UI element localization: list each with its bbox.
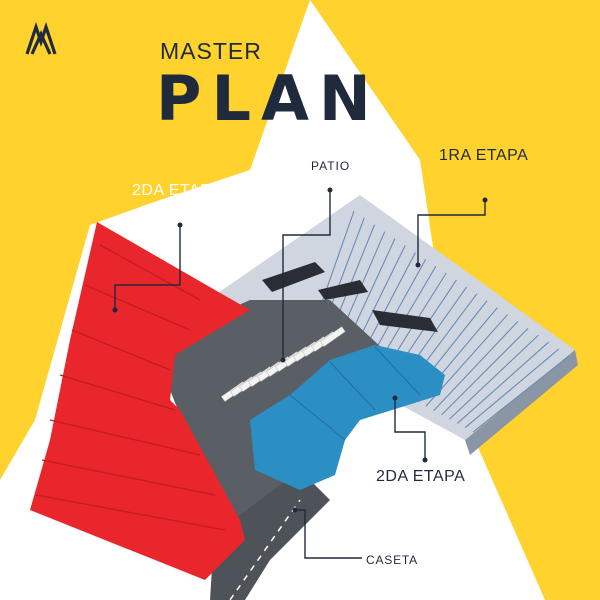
stylized-a-logo-icon xyxy=(25,22,57,55)
callout-line-caseta xyxy=(295,509,362,559)
etapa-1-count: 7 xyxy=(450,167,460,186)
roof-stripe xyxy=(433,321,519,411)
red-roof-line xyxy=(49,419,201,456)
dock-structure-1 xyxy=(262,262,325,292)
road-marking xyxy=(229,499,301,600)
etapa-2-right-title: 2DA ETAPA xyxy=(376,468,466,485)
callout-lines xyxy=(114,190,486,559)
roof-stripe xyxy=(464,348,560,429)
etapa-2-left-title: 2DA ETAPA xyxy=(132,182,222,199)
red-roof-line xyxy=(99,244,201,301)
blue-roof-lines xyxy=(289,346,421,441)
red-roof-line xyxy=(41,459,216,496)
trailers xyxy=(221,326,346,402)
caseta-subtitle: VIGILANCIA xyxy=(425,556,481,566)
red-roof-lines xyxy=(35,244,226,531)
yellow-background-left xyxy=(0,0,310,480)
etapa-2-left-count: 10 xyxy=(139,202,158,221)
red-roof-line xyxy=(84,284,191,331)
red-roof-line xyxy=(35,494,226,531)
patio-title: PATIO xyxy=(311,159,351,173)
title-master: MASTER xyxy=(160,38,262,64)
roof-stripe xyxy=(441,327,529,416)
caseta-title: CASETA xyxy=(366,553,418,567)
roof-stripe xyxy=(456,341,549,424)
callout-line-patio xyxy=(282,190,331,360)
etapa-1-unit: BODEGAS xyxy=(462,174,519,185)
access-road xyxy=(210,470,330,600)
callout-line-etapa-2-left xyxy=(114,225,181,310)
callout-line-etapa-1 xyxy=(417,200,486,265)
gray-warehouse-side xyxy=(465,350,578,455)
blue-roof-line xyxy=(289,394,346,441)
blue-roof-line xyxy=(329,361,376,411)
dock-structure-2 xyxy=(318,280,368,300)
red-roof-line xyxy=(59,374,176,411)
etapa-2-right-unit: BODEGAS xyxy=(401,495,458,506)
patio-subtitle: MANIOBRAS xyxy=(298,175,357,185)
blue-roof-line xyxy=(374,346,421,396)
roof-stripe xyxy=(472,355,570,433)
etapa-2-right-count: 5 xyxy=(389,488,399,507)
dock-structure-3 xyxy=(372,310,438,332)
etapa-2-left-unit: BODEGAS xyxy=(160,209,218,220)
red-roof-line xyxy=(71,329,171,371)
callout-line-etapa-2-right xyxy=(394,398,426,460)
callout-dots xyxy=(112,187,488,513)
roof-stripe xyxy=(449,334,539,420)
title-plan: PLAN xyxy=(156,62,381,135)
trailer xyxy=(320,326,346,347)
caseta-group: CASETA VIGILANCIA xyxy=(366,552,481,568)
etapa-1-title: 1RA ETAPA xyxy=(439,147,529,164)
blue-warehouse-block xyxy=(250,345,445,490)
